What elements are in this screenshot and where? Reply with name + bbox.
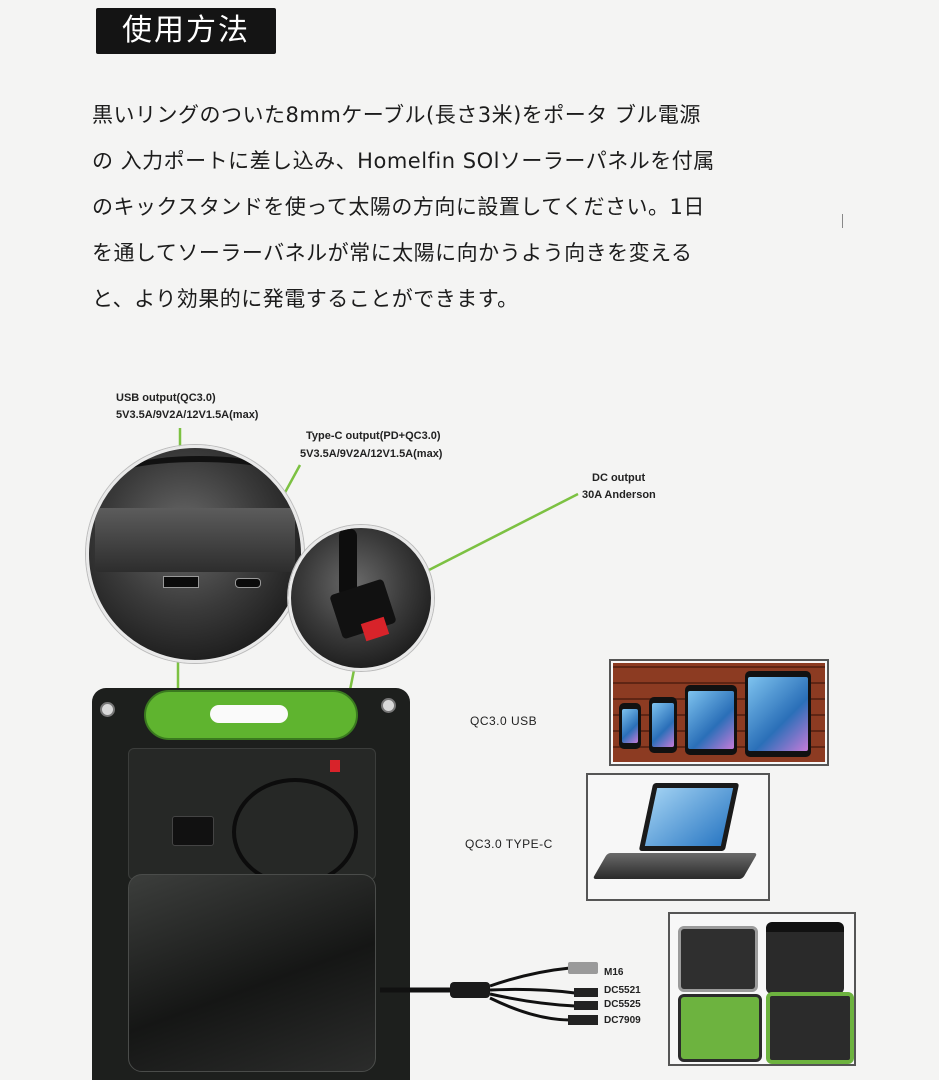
solar-panel-image bbox=[92, 688, 410, 1080]
dc-output-title: DC output bbox=[592, 472, 646, 484]
tablet-mini bbox=[685, 685, 737, 755]
grommet-right bbox=[381, 698, 396, 713]
handle-hole bbox=[210, 705, 288, 723]
usb-output-spec: 5V3.5A/9V2A/12V1.5A(max) bbox=[116, 409, 259, 421]
port-panel bbox=[95, 508, 295, 572]
anderson-zoom bbox=[288, 525, 434, 671]
typec-port bbox=[235, 578, 261, 588]
instruction-line: を通してソーラーバネルが常に太陽に向かうよう向きを変える bbox=[92, 241, 693, 265]
anderson-cable bbox=[339, 528, 357, 598]
cable-tip-m16: M16 bbox=[604, 967, 624, 978]
usb-output-title: USB output(QC3.0) bbox=[116, 392, 216, 404]
qc30-usb-label: QC3.0 USB bbox=[470, 714, 538, 728]
power-station-2 bbox=[766, 922, 844, 994]
anderson-plug-small bbox=[330, 760, 340, 772]
instruction-line: 黒いリングのついた8mmケーブル(長さ3米)をポータ ブル電源 bbox=[92, 103, 701, 127]
phone-small bbox=[619, 703, 641, 749]
instruction-line: と、より効果的に発電することができます。 bbox=[92, 287, 519, 311]
dc-output-spec: 30A Anderson bbox=[582, 489, 656, 501]
typec-output-title: Type-C output(PD+QC3.0) bbox=[306, 430, 441, 442]
section-title: 使用方法 bbox=[96, 8, 276, 54]
cable-coil-image bbox=[99, 456, 299, 512]
cable-tip-dc5525: DC5525 bbox=[604, 999, 641, 1010]
qc30-typec-label: QC3.0 TYPE-C bbox=[465, 837, 553, 851]
cable-loop bbox=[232, 778, 358, 886]
laptop-base bbox=[592, 853, 758, 879]
instruction-line: のキックスタンドを使って太陽の方向に設置してください。1日 bbox=[92, 195, 705, 219]
cable-tip-dc5521: DC5521 bbox=[604, 985, 641, 996]
junction-box bbox=[172, 816, 214, 846]
instruction-text: 黒いリングのついた8mmケーブル(長さ3米)をポータ ブル電源 の 入力ポートに… bbox=[92, 92, 832, 322]
power-stations-image bbox=[668, 912, 856, 1066]
power-station-1 bbox=[678, 926, 758, 992]
cable-tip-dc7909: DC7909 bbox=[604, 1015, 641, 1026]
usb-port bbox=[163, 576, 199, 588]
power-station-4 bbox=[766, 992, 854, 1064]
edge-mark bbox=[842, 214, 843, 228]
carry-handle bbox=[144, 690, 358, 740]
laptop-screen bbox=[638, 783, 740, 851]
grommet-left bbox=[100, 702, 115, 717]
typec-output-spec: 5V3.5A/9V2A/12V1.5A(max) bbox=[300, 448, 443, 460]
laptop-image bbox=[586, 773, 770, 901]
power-station-3 bbox=[678, 994, 762, 1062]
phone-medium bbox=[649, 697, 677, 753]
instruction-line: の 入力ポートに差し込み、Homelfin SOlソーラーパネルを付属 bbox=[92, 149, 715, 173]
usb-port-zoom bbox=[86, 445, 304, 663]
storage-pouch bbox=[128, 874, 376, 1072]
mobile-devices-image bbox=[609, 659, 829, 766]
tablet-large bbox=[745, 671, 811, 757]
